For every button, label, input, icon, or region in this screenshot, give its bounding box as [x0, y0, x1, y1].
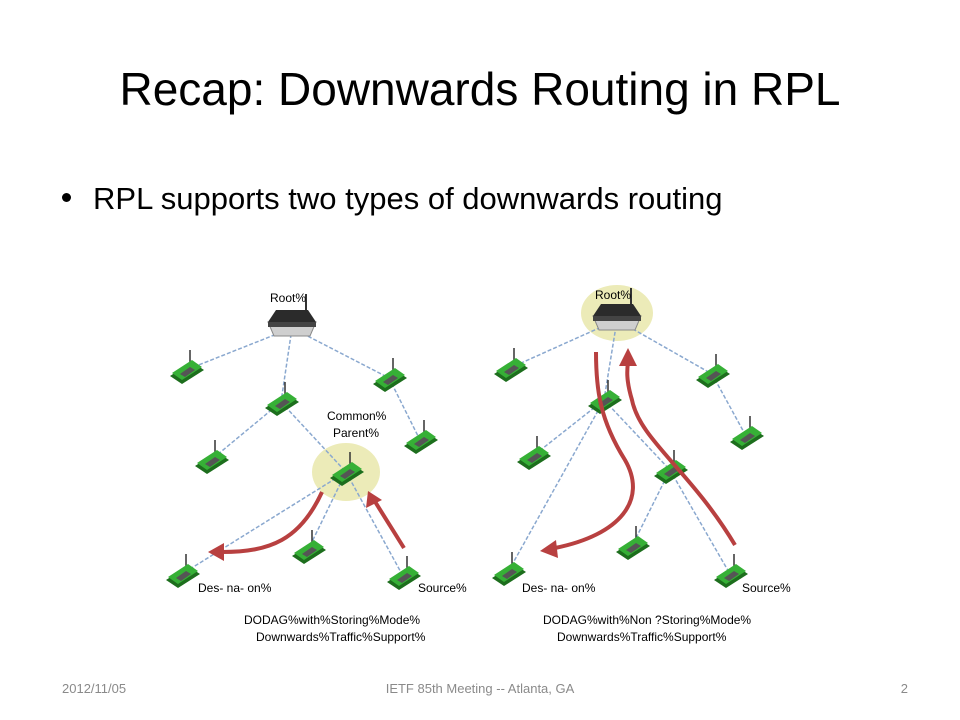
bullet-dot	[62, 193, 71, 203]
upward-arrow	[625, 361, 737, 547]
sensor-node-icon	[403, 419, 439, 455]
sensor-node-icon	[493, 347, 529, 383]
right-caption-1: DODAG%with%Non ?Storing%Mode%	[543, 613, 751, 627]
common-parent-label-1: Common%	[327, 409, 387, 423]
right-caption-2: Downwards%Traffic%Support%	[557, 630, 727, 644]
sensor-node-icon	[729, 415, 765, 451]
page-number: 2	[900, 681, 908, 696]
left-caption-2: Downwards%Traffic%Support%	[256, 630, 426, 644]
common-parent-label-2: Parent%	[333, 426, 379, 440]
footer-meeting: IETF 85th Meeting -- Atlanta, GA	[385, 681, 575, 696]
upward-arrowhead	[619, 348, 637, 366]
sensor-node-icon	[291, 529, 327, 565]
left-caption-1: DODAG%with%Storing%Mode%	[244, 613, 420, 627]
sensor-node-icon	[615, 525, 651, 561]
sensor-node-icon	[587, 379, 623, 415]
left-root-label: Root%	[270, 291, 306, 305]
sensor-node-icon	[695, 353, 731, 389]
right-destination-label: Des- na- on%	[522, 581, 596, 595]
downward-arrowhead	[540, 540, 558, 558]
sensor-node-icon	[194, 439, 230, 475]
bullet-item: RPL supports two types of downwards rout…	[62, 181, 723, 217]
downward-arrowhead	[208, 543, 224, 561]
downward-arrow	[554, 351, 635, 550]
footer-date: 2012/11/05	[62, 681, 127, 696]
sensor-node-icon	[372, 357, 408, 393]
left-destination-label: Des- na- on%	[198, 581, 272, 595]
upward-arrowhead	[366, 491, 382, 508]
source-node-icon	[386, 555, 422, 591]
sensor-node-icon	[264, 381, 300, 417]
slide-title: Recap: Downwards Routing in RPL	[119, 63, 841, 115]
left-source-label: Source%	[418, 581, 467, 595]
right-source-label: Source%	[742, 581, 791, 595]
downward-arrow	[221, 491, 324, 554]
sensor-node-icon	[516, 435, 552, 471]
right-diagram: Root% Des- na- on% Source% DODAG%with%No…	[491, 285, 791, 644]
right-root-label: Root%	[595, 288, 631, 302]
bullet-text: RPL supports two types of downwards rout…	[93, 181, 723, 216]
left-diagram: Root% Common% Parent% Des- na- on% Sourc…	[165, 291, 467, 644]
upward-arrow	[372, 498, 406, 550]
sensor-node-icon	[653, 449, 689, 485]
sensor-node-icon	[169, 349, 205, 385]
destination-node-icon	[165, 553, 201, 589]
destination-node-icon	[491, 551, 527, 587]
